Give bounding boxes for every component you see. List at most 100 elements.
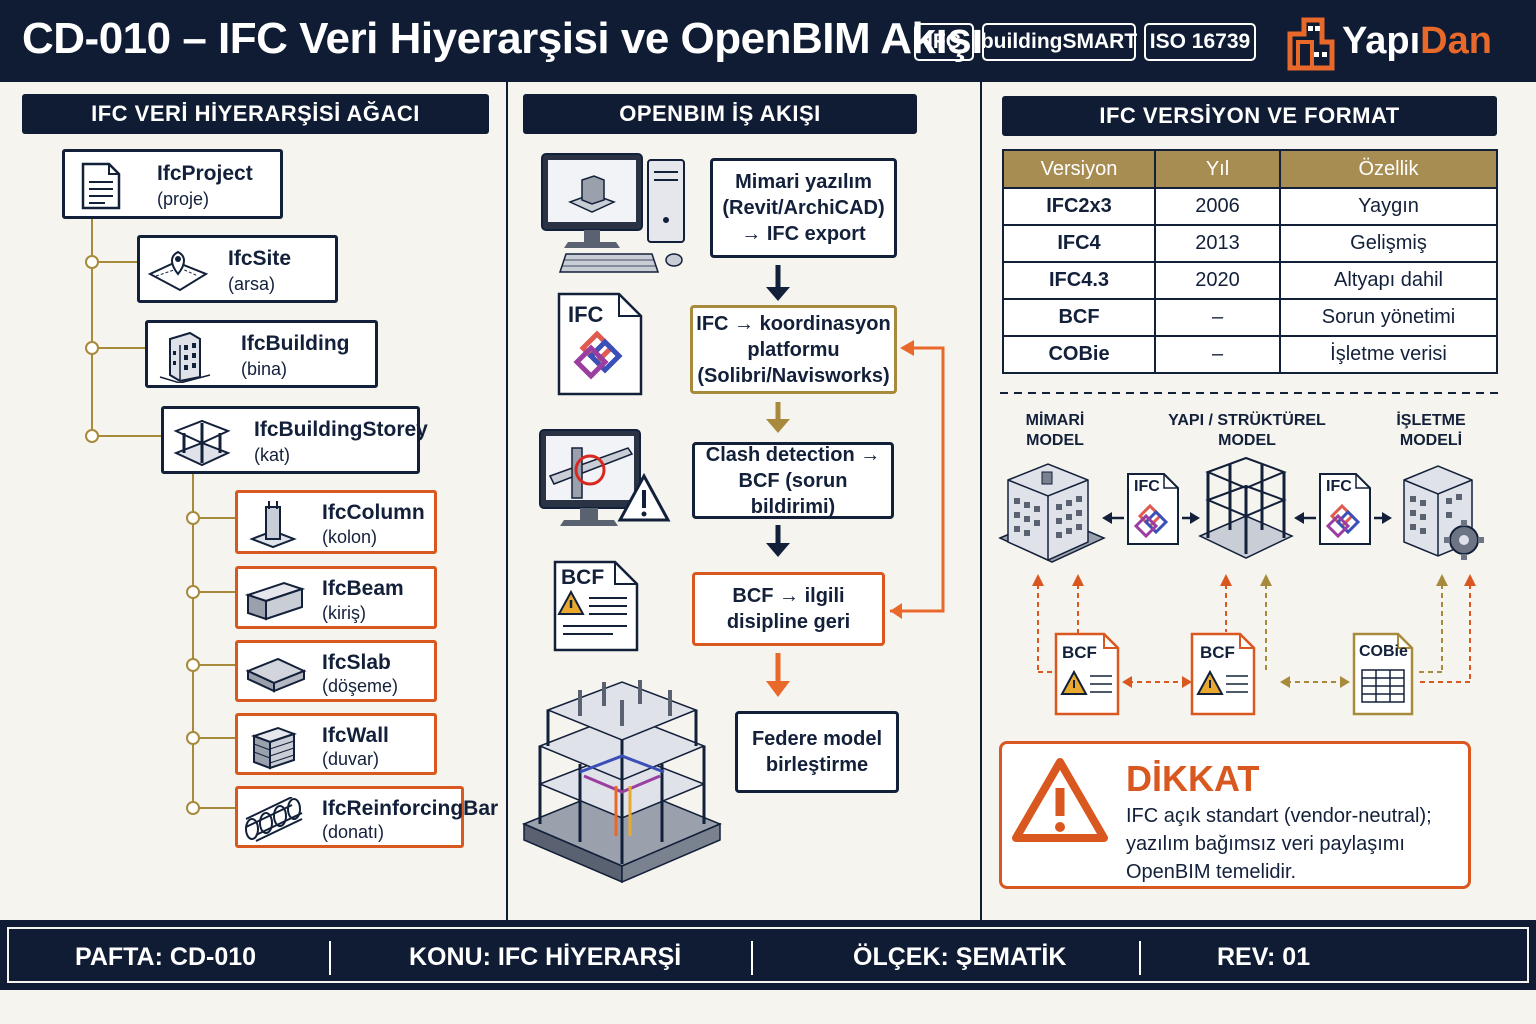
federated-building-model-icon <box>522 680 722 884</box>
footer-rev: REV: 01 <box>1217 943 1311 971</box>
warning-text: IFC açık standart (vendor-neutral); yazı… <box>1126 805 1432 883</box>
footer-title-block: PAFTA: CD-010 KONU: IFC HİYERARŞİ ÖLÇEK:… <box>0 920 1536 990</box>
tag-buildingsmart: buildingSMART <box>981 23 1137 61</box>
node-subtitle: (bina) <box>241 359 288 379</box>
node-title: IfcBeam <box>322 577 404 600</box>
node-title: IfcSite <box>228 247 292 270</box>
cobie-file-icon <box>1352 632 1414 716</box>
warning-box: DİKKAT IFC açık standart (vendor-neutral… <box>999 741 1471 889</box>
tree-node-ifccolumn[interactable]: IfcColumn (kolon) <box>235 490 437 554</box>
ifc-exchange-label: IFC <box>1326 478 1352 495</box>
page-title: CD-010 – IFC Veri Hiyerarşisi ve OpenBIM… <box>22 14 983 63</box>
node-subtitle: (donatı) <box>322 822 385 842</box>
desktop-computer-icon <box>541 153 685 273</box>
tree-node-ifcwall[interactable]: IfcWall (duvar) <box>235 713 437 775</box>
column-header: Özellik <box>1279 149 1498 189</box>
bcf-exchange-label: BCF <box>1062 643 1097 662</box>
workflow-arrows <box>766 265 945 697</box>
tree-node-ifcreinforcingbar[interactable]: IfcReinforcingBar (donatı) <box>235 786 498 848</box>
footer-divider <box>1139 941 1141 975</box>
warning-triangle-icon <box>1012 758 1108 842</box>
cobie-exchange-label: COBie <box>1359 643 1408 660</box>
ifc-file-label: IFC <box>568 302 604 327</box>
workflow-step-coordination[interactable]: IFC → koordinasyon platformu (Solibri/Na… <box>690 305 897 394</box>
node-title: IfcReinforcingBar <box>322 797 499 820</box>
tree-node-ifcslab[interactable]: IfcSlab (döşeme) <box>235 640 437 702</box>
rebar-cage-icon <box>245 797 303 842</box>
column-divider <box>506 82 508 920</box>
workflow-heading: OPENBIM İŞ AKIŞI <box>523 94 917 134</box>
column-header: Versiyon <box>1002 149 1156 189</box>
workflow-step-federated-model[interactable]: Federe model birleştirme <box>735 711 899 793</box>
model-exchange-diagram <box>998 456 1484 716</box>
workflow-step-clash-detection[interactable]: Clash detection → BCF (sorun bildirimi) <box>692 442 894 519</box>
workflow-step-export[interactable]: Mimari yazılım (Revit/ArchiCAD) → IFC ex… <box>710 158 897 258</box>
tree-node-ifcbuildingstorey[interactable]: IfcBuildingStorey (kat) <box>161 406 428 474</box>
node-subtitle: (kat) <box>254 445 290 465</box>
node-title: IfcBuilding <box>241 332 350 355</box>
beam-icon <box>244 581 306 621</box>
footer-sheet: PAFTA: CD-010 <box>75 943 257 971</box>
document-icon <box>81 162 121 210</box>
tree-node-ifcproject[interactable]: IfcProject (proje) <box>62 149 283 219</box>
node-subtitle: (kolon) <box>322 527 378 547</box>
tree-node-ifcbeam[interactable]: IfcBeam (kiriş) <box>235 566 437 629</box>
tree-node-ifcsite[interactable]: IfcSite (arsa) <box>137 235 338 303</box>
tree-connectors <box>85 218 236 815</box>
model-label-architectural: MİMARİ MODEL <box>1025 412 1085 449</box>
structural-frame-icon <box>1198 456 1294 559</box>
header-bar: CD-010 – IFC Veri Hiyerarşisi ve OpenBIM… <box>0 0 1536 82</box>
ifc-file-icon <box>557 292 643 396</box>
node-title: IfcColumn <box>322 501 425 524</box>
column-header: Yıl <box>1154 149 1281 189</box>
node-subtitle: (arsa) <box>228 274 276 294</box>
table-row: COBie–İşletme verisi <box>1002 335 1498 374</box>
node-title: IfcBuildingStorey <box>254 418 428 441</box>
footer-divider <box>329 941 331 975</box>
wall-icon <box>251 726 297 770</box>
versions-heading: IFC VERSİYON VE FORMAT <box>1002 96 1497 136</box>
model-label-structural: YAPI / STRÜKTÜREL MODEL <box>1168 412 1326 449</box>
node-title: IfcSlab <box>322 651 391 674</box>
clash-detection-monitor-icon <box>539 429 671 526</box>
node-subtitle: (döşeme) <box>322 676 399 696</box>
dashed-divider <box>1000 392 1498 394</box>
column-divider <box>980 82 982 920</box>
bcf-file-icon <box>553 560 639 652</box>
footer-topic: KONU: IFC HİYERARŞİ <box>409 943 682 971</box>
node-subtitle: (duvar) <box>322 749 380 769</box>
architectural-model-icon <box>998 463 1106 563</box>
node-subtitle: (kiriş) <box>322 603 366 623</box>
bcf-exchange-label: BCF <box>1200 643 1235 662</box>
ifc-exchange-label: IFC <box>1134 478 1160 495</box>
bcf-file-label: BCF <box>561 566 605 589</box>
storey-icon <box>173 419 231 467</box>
table-row: BCF–Sorun yönetimi <box>1002 298 1498 337</box>
bcf-file-icon <box>1054 632 1120 716</box>
warning-title: DİKKAT <box>1126 758 1260 799</box>
brand-name: YapıDan <box>1342 20 1492 62</box>
model-label-operation: İŞLETME MODELİ <box>1396 412 1466 449</box>
node-subtitle: (proje) <box>157 189 210 209</box>
tag-ifc: IFC <box>914 23 974 61</box>
column-icon <box>249 501 297 549</box>
node-title: IfcProject <box>157 162 253 185</box>
slab-icon <box>245 657 307 693</box>
ifc-file-icon <box>1319 473 1371 545</box>
footer-scale: ÖLÇEK: ŞEMATİK <box>853 943 1067 971</box>
ifc-file-icon <box>1127 473 1179 545</box>
workflow-step-bcf-return[interactable]: BCF → ilgili disipline geri <box>692 572 885 646</box>
footer-divider <box>751 941 753 975</box>
node-title: IfcWall <box>322 724 389 747</box>
operation-model-icon <box>1403 465 1484 560</box>
tree-heading: IFC VERİ HİYERARŞİSİ AĞACI <box>22 94 489 134</box>
bcf-file-icon <box>1190 632 1256 716</box>
yapidan-logo-icon <box>1287 17 1335 71</box>
tag-iso: ISO 16739 <box>1144 23 1256 61</box>
building-icon <box>159 331 211 383</box>
tree-node-ifcbuilding[interactable]: IfcBuilding (bina) <box>145 320 378 388</box>
